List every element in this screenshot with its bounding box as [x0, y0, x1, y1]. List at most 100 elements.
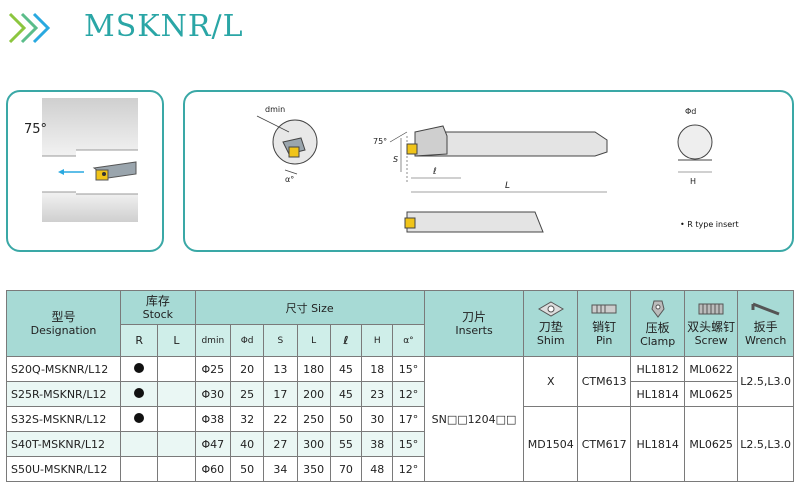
- alpha-cell: 12°: [392, 381, 425, 407]
- h-cell: 30: [361, 406, 394, 432]
- ell-cell: 45: [329, 356, 363, 382]
- dmin-cell: Φ60: [194, 456, 231, 482]
- od-cell: 40: [229, 431, 265, 457]
- bore-illustration-panel: [6, 90, 164, 252]
- alpha-cell: 12°: [392, 456, 425, 482]
- page-title: MSKNR/L: [84, 9, 244, 44]
- L-cell: 350: [296, 456, 331, 482]
- stock-r-cell: [119, 356, 159, 382]
- wrench-header: 扳手 Wrench: [737, 290, 794, 357]
- clamp-icon: [651, 300, 665, 318]
- screw-icon: [698, 303, 724, 315]
- stock-r-subheader: R: [119, 324, 159, 357]
- in-stock-dot-icon: [134, 412, 145, 423]
- stock-l-cell: [157, 406, 196, 432]
- shim-cell-1: X: [523, 356, 578, 407]
- h-subheader: H: [361, 324, 394, 357]
- pin-icon: [591, 304, 617, 314]
- alpha-cell: 17°: [392, 406, 425, 432]
- wrench-icon: [751, 302, 780, 316]
- table-row: S50U-MSKNR/L12 Φ60 50 34 350 70 48 12°: [6, 456, 794, 482]
- designation-cell: S25R-MSKNR/L12: [6, 381, 121, 407]
- spec-table: 型号 Designation 库存 Stock 尺寸 Size 刀片 Inser…: [6, 290, 794, 482]
- in-stock-dot-icon: [134, 362, 145, 373]
- dmin-label: dmin: [265, 105, 285, 114]
- s-cell: 13: [263, 356, 298, 382]
- od-cell: 50: [229, 456, 265, 482]
- in-stock-dot-icon: [134, 387, 145, 398]
- s-cell: 17: [263, 381, 298, 407]
- stock-r-cell: [119, 456, 159, 482]
- size-header: 尺寸 Size: [194, 290, 425, 325]
- clamp-cell-2: HL1814: [630, 406, 685, 482]
- designation-cell: S32S-MSKNR/L12: [6, 406, 121, 432]
- table-row: S25R-MSKNR/L12 Φ30 25 17 200 45 23 12° H…: [6, 381, 794, 407]
- screw-cell-2: ML0625: [683, 406, 739, 482]
- clamp-cell-1a: HL1812: [630, 356, 685, 382]
- dmin-cell: Φ30: [194, 381, 231, 407]
- designation-header: 型号 Designation: [6, 290, 121, 357]
- stock-r-cell: [119, 406, 159, 432]
- screw-header: 双头螺钉 Screw: [683, 290, 739, 357]
- pin-cell-2: CTM617: [576, 406, 632, 482]
- clamp-header: 压板 Clamp: [630, 290, 685, 357]
- od-cell: 20: [229, 356, 265, 382]
- od-dimension-label: Φd: [685, 107, 696, 116]
- stock-l-cell: [157, 456, 196, 482]
- dmin-cell: Φ38: [194, 406, 231, 432]
- stock-l-subheader: L: [157, 324, 196, 357]
- L-dimension-label: L: [505, 181, 510, 191]
- r-type-insert-note: • R type insert: [680, 220, 739, 229]
- main-angle-label: 75°: [373, 137, 387, 146]
- h-cell: 18: [361, 356, 394, 382]
- s-dimension-label: S: [393, 155, 398, 164]
- h-dimension-label: H: [690, 177, 696, 186]
- ell-cell: 55: [329, 431, 363, 457]
- dmin-subheader: dmin: [194, 324, 231, 357]
- wrench-cell-2: L2.5,L3.0: [737, 406, 794, 482]
- table-row: S40T-MSKNR/L12 Φ47 40 27 300 55 38 15°: [6, 431, 794, 457]
- s-cell: 22: [263, 406, 298, 432]
- od-subheader: Φd: [229, 324, 265, 357]
- s-subheader: S: [263, 324, 298, 357]
- designation-cell: S50U-MSKNR/L12: [6, 456, 121, 482]
- ell-subheader: ℓ: [329, 324, 363, 357]
- L-cell: 200: [296, 381, 331, 407]
- designation-cell: S40T-MSKNR/L12: [6, 431, 121, 457]
- stock-header: 库存 Stock: [120, 290, 196, 325]
- alpha-subheader: α°: [392, 324, 425, 357]
- wrench-cell-1: L2.5,L3.0: [737, 356, 794, 407]
- technical-drawing-panel: dmin α° 75° S ℓ L Φd H: [183, 90, 794, 252]
- insert-cell: SN□□1204□□: [423, 356, 525, 482]
- od-cell: 25: [229, 381, 265, 407]
- table-row: S32S-MSKNR/L12 Φ38 32 22 250 50 30 17° M…: [6, 406, 794, 482]
- dmin-cell: Φ47: [194, 431, 231, 457]
- stock-r-cell: [119, 431, 159, 457]
- shim-icon: [537, 301, 564, 317]
- s-cell: 34: [263, 456, 298, 482]
- L-cell: 250: [296, 406, 331, 432]
- L-cell: 180: [296, 356, 331, 382]
- shim-cell-2: MD1504: [523, 406, 578, 482]
- alpha-cell: 15°: [392, 431, 425, 457]
- dmin-cell: Φ25: [194, 356, 231, 382]
- L-cell: 300: [296, 431, 331, 457]
- table-row: S20Q-MSKNR/L12 Φ25 20 13 180 45 18 15° S…: [6, 356, 794, 482]
- ell-dimension-label: ℓ: [432, 167, 437, 177]
- screw-cell-1b: ML0625: [683, 381, 739, 407]
- ell-cell: 70: [329, 456, 363, 482]
- od-cell: 32: [229, 406, 265, 432]
- technical-drawing: dmin α° 75° S ℓ L Φd H: [256, 105, 713, 233]
- chevron-logo-icon: [8, 12, 51, 44]
- alpha-cell: 15°: [392, 356, 425, 382]
- L-subheader: L: [296, 324, 331, 357]
- ell-cell: 50: [329, 406, 363, 432]
- h-cell: 48: [361, 456, 394, 482]
- shim-header: 刀垫 Shim: [523, 290, 578, 357]
- clamp-cell-1b: HL1814: [630, 381, 685, 407]
- alpha-label: α°: [285, 175, 294, 184]
- approach-angle-label: 75°: [24, 122, 48, 137]
- bore-illustration: [42, 98, 138, 222]
- s-cell: 27: [263, 431, 298, 457]
- designation-cell: S20Q-MSKNR/L12: [6, 356, 121, 382]
